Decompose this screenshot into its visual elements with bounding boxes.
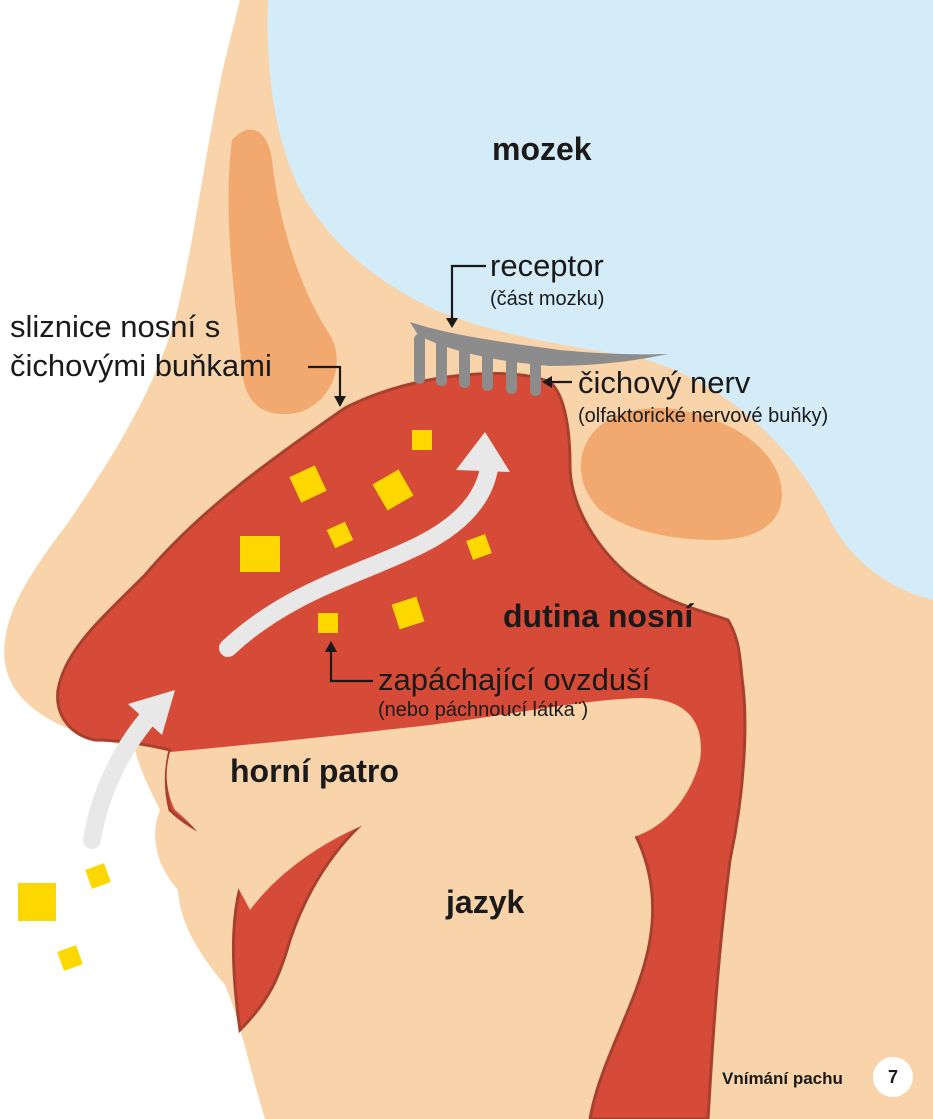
mucosa-label-line2: čichovými buňkami	[10, 350, 272, 381]
footer-title: Vnímání pachu	[722, 1069, 843, 1089]
nasal-cavity-label: dutina nosní	[503, 600, 693, 632]
mucosa-label-line1: sliznice nosní s	[10, 311, 220, 342]
odor-air-sublabel: (nebo páchnoucí látka¨)	[378, 700, 588, 720]
odor-air-label: zapáchající ovzduší	[378, 664, 650, 695]
tongue-label: jazyk	[446, 886, 524, 918]
brain-label: mozek	[492, 133, 592, 165]
nerve-sublabel: (olfaktorické nervové buňky)	[578, 406, 828, 426]
receptor-sublabel: (část mozku)	[490, 289, 604, 309]
receptor-label: receptor	[490, 250, 604, 281]
nerve-label: čichový nerv	[578, 367, 750, 398]
palate-label: horní patro	[230, 755, 399, 787]
page-number: 7	[873, 1057, 913, 1097]
